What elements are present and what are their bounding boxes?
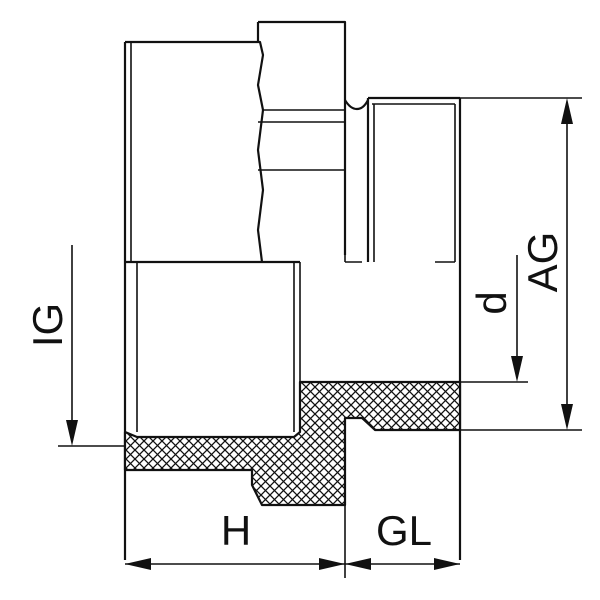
extension-lines	[58, 97, 582, 578]
hatched-section	[123, 380, 462, 507]
ig-label: IG	[24, 303, 71, 347]
male-thread-spigot	[345, 96, 462, 560]
d-dimension	[511, 255, 523, 382]
ig-dimension	[66, 245, 78, 446]
ag-dimension	[561, 98, 573, 430]
h-label: H	[221, 507, 251, 554]
gl-dimension	[345, 558, 460, 570]
gl-label: GL	[376, 507, 432, 554]
ag-label: AG	[519, 232, 566, 293]
d-label: d	[468, 291, 515, 314]
hex-nut	[256, 20, 369, 262]
h-dimension	[125, 558, 345, 570]
